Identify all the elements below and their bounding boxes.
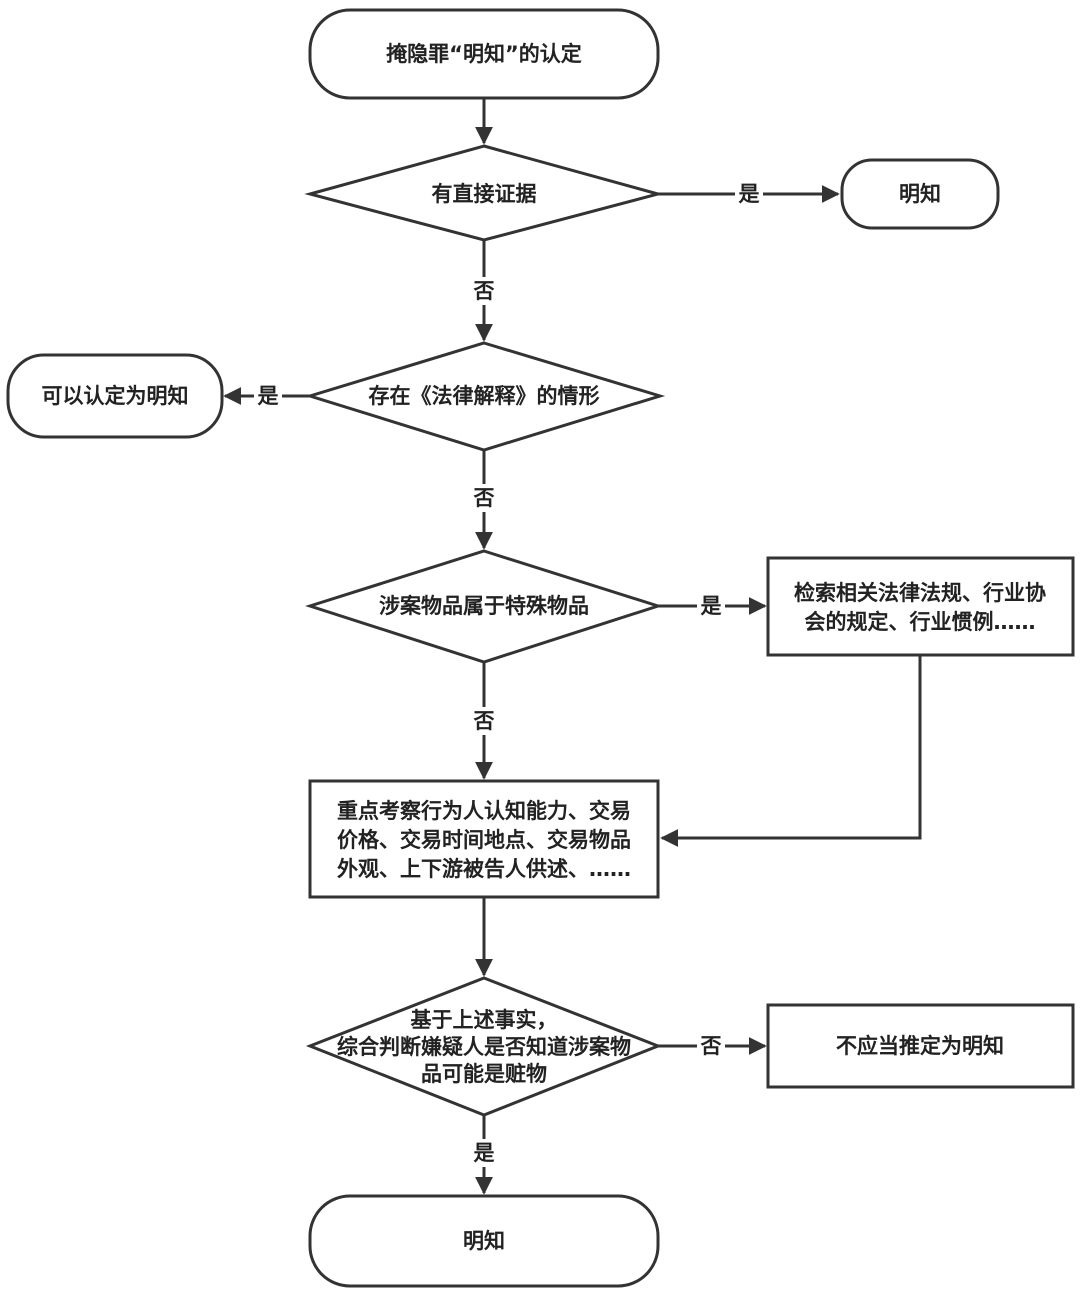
- node-result-known-1: 明知: [840, 158, 1000, 230]
- edge-search-rules-to-examine: [660, 655, 922, 847]
- node-decision-overall-line-1: 基于上述事实，: [411, 1008, 558, 1032]
- node-decision-interpretation: 存在《法律解释》的情形: [304, 341, 666, 452]
- node-start: 掩隐罪“明知”的认定: [308, 8, 660, 100]
- node-decision-interpretation-label: 存在《法律解释》的情形: [369, 384, 600, 408]
- edge-label-direct-no: 否: [474, 279, 495, 303]
- node-process-search-rules-line-2: 会的规定、行业惯例……: [805, 610, 1036, 634]
- node-process-search-rules: 检索相关法律法规、行业协 会的规定、行业惯例……: [766, 556, 1075, 657]
- node-result-not-known: 不应当推定为明知: [766, 1003, 1075, 1089]
- node-result-can-be-known: 可以认定为明知: [6, 353, 224, 439]
- node-decision-special-goods-label: 涉案物品属于特殊物品: [379, 594, 589, 618]
- edge-label-special-goods-no: 否: [474, 709, 495, 733]
- node-process-examine: 重点考察行为人认知能力、交易 价格、交易时间地点、交易物品 外观、上下游被告人供…: [308, 779, 660, 899]
- edge-label-special-goods-yes: 是: [701, 594, 722, 618]
- node-decision-direct-evidence: 有直接证据: [304, 144, 664, 242]
- node-process-search-rules-line-1: 检索相关法律法规、行业协: [794, 581, 1046, 605]
- node-result-not-known-label: 不应当推定为明知: [836, 1034, 1004, 1058]
- edge-label-direct-yes: 是: [739, 182, 760, 206]
- edge-labels: 是 否 是 否 是 否 否 是: [254, 180, 763, 1167]
- node-start-label: 掩隐罪“明知”的认定: [386, 42, 582, 66]
- node-process-examine-line-1: 重点考察行为人认知能力、交易: [337, 799, 631, 823]
- node-decision-overall-line-3: 品可能是赃物: [421, 1062, 547, 1086]
- node-decision-overall: 基于上述事实， 综合判断嫌疑人是否知道涉案物 品可能是赃物: [305, 976, 663, 1117]
- node-process-examine-line-3: 外观、上下游被告人供述、……: [337, 857, 631, 881]
- edge-label-interpretation-yes: 是: [258, 384, 279, 408]
- edge-label-interpretation-no: 否: [474, 486, 495, 510]
- node-process-examine-line-2: 价格、交易时间地点、交易物品: [337, 828, 631, 852]
- node-decision-direct-evidence-label: 有直接证据: [432, 182, 537, 206]
- node-result-known-2: 明知: [308, 1194, 660, 1288]
- node-result-known-1-label: 明知: [899, 182, 941, 206]
- edge-label-overall-no: 否: [701, 1034, 722, 1058]
- node-result-known-2-label: 明知: [463, 1229, 505, 1253]
- node-result-can-be-known-label: 可以认定为明知: [42, 384, 189, 408]
- node-decision-overall-line-2: 综合判断嫌疑人是否知道涉案物: [337, 1035, 631, 1059]
- edge-label-overall-yes: 是: [474, 1141, 495, 1165]
- node-decision-special-goods: 涉案物品属于特殊物品: [305, 549, 663, 664]
